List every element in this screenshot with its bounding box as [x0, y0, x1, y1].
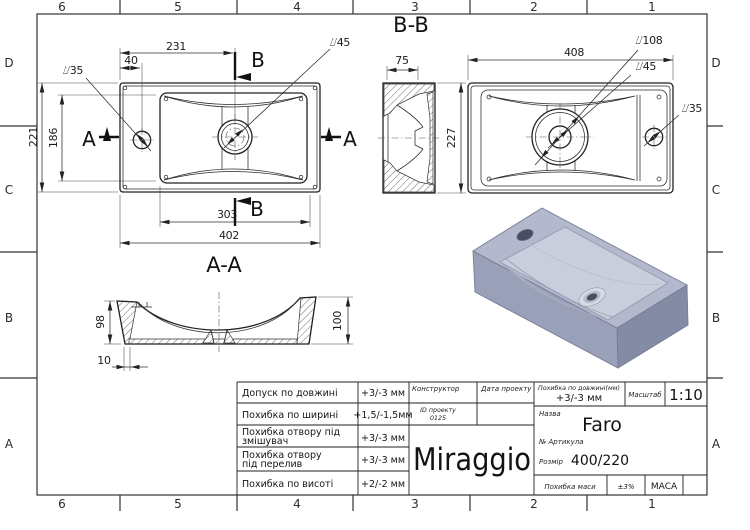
grid-bottom-2: 2 — [530, 497, 538, 511]
dim-227: 227 — [445, 128, 458, 148]
dim-408: 408 — [564, 46, 584, 59]
bottom-view: 408 ⌰108 ⌰45 ⌰35 — [467, 34, 703, 194]
dim-10: 10 — [97, 354, 111, 367]
tolerance-row-value: +2/-2 мм — [361, 479, 405, 490]
dim-dia45-bottom: ⌰45 — [636, 60, 657, 73]
bottom-outline — [467, 82, 674, 194]
plan-view — [119, 82, 321, 193]
frame-ticks — [0, 0, 723, 511]
grid-top-1: 1 — [648, 0, 656, 14]
section-a-label-right: A — [343, 127, 357, 151]
tolerance-row-label: Похибка по висоті — [242, 479, 333, 490]
project-id-label: ID проекту — [420, 407, 456, 414]
tolerance-row-label: Допуск по довжині — [242, 388, 338, 399]
grid-right-c: C — [712, 183, 720, 197]
grid-bottom-6: 6 — [58, 497, 66, 511]
section-a-arrow-left — [103, 127, 111, 141]
tolerance-row-value: +3/-3 мм — [361, 455, 405, 466]
grid-bottom-1: 1 — [648, 497, 656, 511]
basin-outline — [159, 92, 308, 184]
section-b-arrow-bottom — [236, 197, 251, 205]
grid-right-b: B — [712, 311, 720, 325]
length-tolerance-label: Похибка по довжині(мм) — [538, 384, 620, 392]
size-label: Розмір — [539, 458, 563, 466]
grid-bottom-4: 4 — [293, 497, 301, 511]
mass-tolerance-label: Похибка маси — [544, 483, 596, 491]
dim-dia45-plan: ⌰45 — [330, 36, 351, 49]
sink-3d-render — [472, 207, 689, 369]
frame-border — [36, 13, 708, 496]
mass-tolerance-value: ±3% — [618, 483, 635, 491]
section-marks: B B A A — [82, 48, 357, 226]
grid-bottom-5: 5 — [174, 497, 182, 511]
section-b-arrow-top — [236, 73, 251, 81]
scale-value: 1:10 — [669, 386, 703, 404]
tolerance-row-label: Похибка отвору — [242, 450, 322, 461]
dim-40: 40 — [124, 54, 138, 67]
dim-402: 402 — [219, 229, 239, 242]
drain-3d — [578, 287, 606, 307]
section-b-label-bottom: B — [250, 197, 264, 221]
grid-right-a: A — [712, 437, 721, 451]
grid-left-a: A — [5, 437, 14, 451]
grid-bottom-3: 3 — [411, 497, 419, 511]
title-block: Допуск по довжині +3/-3 мм Похибка по ши… — [236, 381, 707, 495]
product-name: Faro — [582, 414, 622, 436]
tolerance-row-value: +1,5/-1,5мм — [353, 410, 412, 421]
dim-303: 303 — [217, 208, 237, 221]
grid-top-2: 2 — [530, 0, 538, 14]
drawing-frame: 6 5 4 3 2 1 6 5 4 3 2 1 D C B A D C B A — [0, 0, 723, 511]
name-label: Назва — [539, 410, 561, 418]
grid-left-d: D — [4, 56, 13, 70]
grid-top-4: 4 — [293, 0, 301, 14]
plan-dimensions: 231 40 221 186 303 402 ⌰35 ⌰45 B B A A — [27, 36, 357, 248]
article-label: № Артикула — [538, 438, 584, 446]
dim-221: 221 — [27, 127, 40, 147]
faucet-hole-3d — [516, 229, 534, 241]
sink-outline — [119, 82, 321, 193]
tolerance-row-value: +3/-3 мм — [361, 388, 405, 399]
tolerance-row-label-line2: змішувач — [242, 436, 288, 447]
grid-labels: 6 5 4 3 2 1 6 5 4 3 2 1 D C B A D C B A — [4, 0, 721, 511]
tolerance-row-label-line2: під перелив — [242, 459, 303, 470]
size-value: 400/220 — [571, 453, 629, 469]
section-aa-view: A-A 98 100 10 — [94, 253, 353, 371]
tolerance-table: Допуск по довжині +3/-3 мм Похибка по ши… — [242, 388, 413, 490]
grid-left-b: B — [5, 311, 13, 325]
scale-label: Масштаб — [628, 391, 662, 399]
grid-top-6: 6 — [58, 0, 66, 14]
dim-dia108: ⌰108 — [636, 34, 663, 47]
tolerance-row-value: +3/-3 мм — [361, 433, 405, 444]
section-a-label-left: A — [82, 127, 96, 151]
grid-right-d: D — [711, 56, 720, 70]
dim-dia35-bottom: ⌰35 — [682, 102, 703, 115]
project-date-label: Дата проекту — [480, 385, 532, 393]
grid-top-5: 5 — [174, 0, 182, 14]
brand-logo: Miraggio — [413, 442, 531, 478]
dim-100: 100 — [331, 311, 344, 331]
project-id-value: 0125 — [430, 415, 446, 422]
dim-98: 98 — [94, 315, 107, 329]
dim-186: 186 — [47, 128, 60, 148]
section-a-arrow-right — [325, 127, 333, 141]
section-b-label-top: B — [251, 48, 265, 72]
section-bb-view: B-B 75 227 — [378, 13, 466, 194]
dim-231: 231 — [166, 40, 186, 53]
tolerance-row-label: Похибка отвору під — [242, 427, 340, 438]
grid-left-c: C — [5, 183, 13, 197]
dim-dia35-plan: ⌰35 — [63, 64, 84, 77]
aa-profile-outline — [116, 296, 317, 345]
length-tolerance-value: +3/-3 мм — [556, 393, 602, 404]
constructor-label: Конструктор — [412, 385, 460, 393]
mass-label: МАСА — [651, 482, 678, 492]
dim-75: 75 — [395, 54, 409, 67]
section-aa-title: A-A — [206, 253, 242, 277]
section-bb-title: B-B — [393, 13, 429, 37]
tolerance-row-label: Похибка по ширині — [242, 410, 338, 421]
grid-top-3: 3 — [411, 0, 419, 14]
